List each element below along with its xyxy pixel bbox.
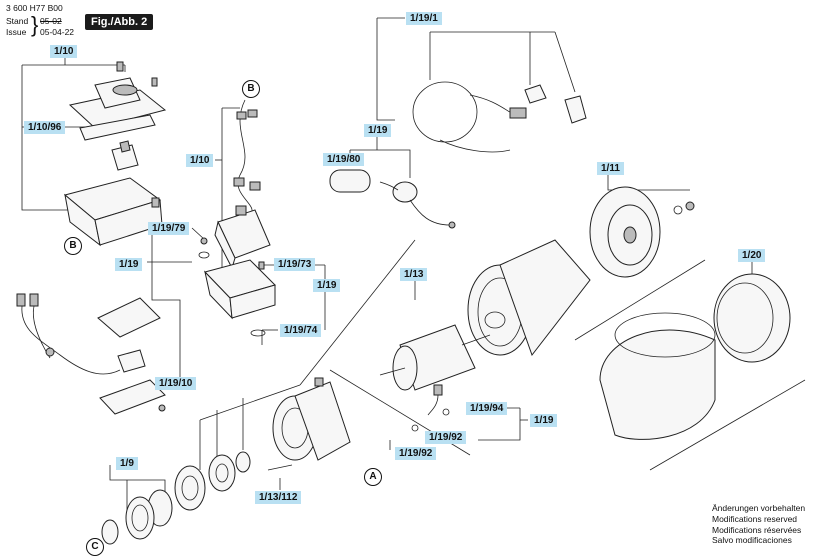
- callout-b-right: B: [242, 80, 260, 98]
- modifications-line: Modifications réservées: [712, 524, 802, 535]
- switch-part: [111, 140, 139, 171]
- figure-title: Fig./Abb. 2: [85, 14, 154, 30]
- label-1-19-92-a: 1/19/92: [425, 431, 467, 444]
- stand-label: Stand: [6, 16, 29, 26]
- issue-label: Issue: [6, 27, 27, 37]
- callout-a: A: [364, 468, 382, 486]
- end-shield: [272, 377, 351, 461]
- label-1-19-right: 1/19: [530, 414, 558, 427]
- callout-b-left: B: [64, 237, 82, 255]
- label-1-19-cap: 1/19: [364, 124, 392, 137]
- label-1-10-96: 1/10/96: [24, 121, 66, 134]
- terminal-box-upper: [214, 205, 271, 270]
- label-1-19-92-b: 1/19/92: [395, 447, 437, 460]
- brush-holder: [411, 384, 450, 432]
- wiring-harness: [233, 99, 261, 216]
- label-1-19-74: 1/19/74: [280, 324, 322, 337]
- label-1-9: 1/9: [116, 457, 138, 470]
- stator: [467, 239, 591, 357]
- label-1-13-112: 1/13/112: [255, 491, 302, 504]
- part-number: 3 600 H77 B00: [6, 3, 63, 13]
- label-1-10-mid: 1/10: [186, 154, 214, 167]
- rotor: [379, 324, 491, 391]
- label-1-19-94: 1/19/94: [466, 402, 508, 415]
- terminal-box-lower: [198, 237, 276, 337]
- left-cable-assembly: [16, 293, 166, 415]
- power-cord: [412, 81, 587, 153]
- modifications-line: Modifications reserved: [712, 513, 798, 524]
- stand-date: 05-02: [40, 16, 62, 26]
- label-1-19-left: 1/19: [115, 258, 143, 271]
- modifications-notice: Änderungen vorbehalten Modifications res…: [712, 503, 805, 546]
- callout-c: C: [86, 538, 104, 556]
- capacitor: [329, 169, 456, 229]
- label-1-13: 1/13: [400, 268, 428, 281]
- label-1-11: 1/11: [597, 162, 624, 175]
- label-1-19-10: 1/19/10: [155, 377, 197, 390]
- label-1-19-79: 1/19/79: [148, 222, 190, 235]
- modifications-line: Salvo modificaciones: [712, 535, 792, 546]
- cooling-fan: [589, 186, 695, 278]
- label-1-19-mid: 1/19: [313, 279, 341, 292]
- housing-lid: [68, 61, 167, 141]
- motor-cover: [599, 312, 716, 440]
- header-brace: }: [31, 12, 39, 37]
- label-1-19-73: 1/19/73: [274, 258, 316, 271]
- housing-base: [63, 177, 163, 247]
- label-1-10-top: 1/10: [50, 45, 78, 58]
- label-1-19-80: 1/19/80: [323, 153, 365, 166]
- label-1-19-1: 1/19/1: [406, 12, 442, 25]
- label-1-20: 1/20: [738, 249, 766, 262]
- modifications-line: Änderungen vorbehalten: [712, 503, 806, 513]
- issue-date: 05-04-22: [40, 27, 75, 37]
- bearings: [101, 451, 293, 545]
- end-cap: [713, 273, 791, 363]
